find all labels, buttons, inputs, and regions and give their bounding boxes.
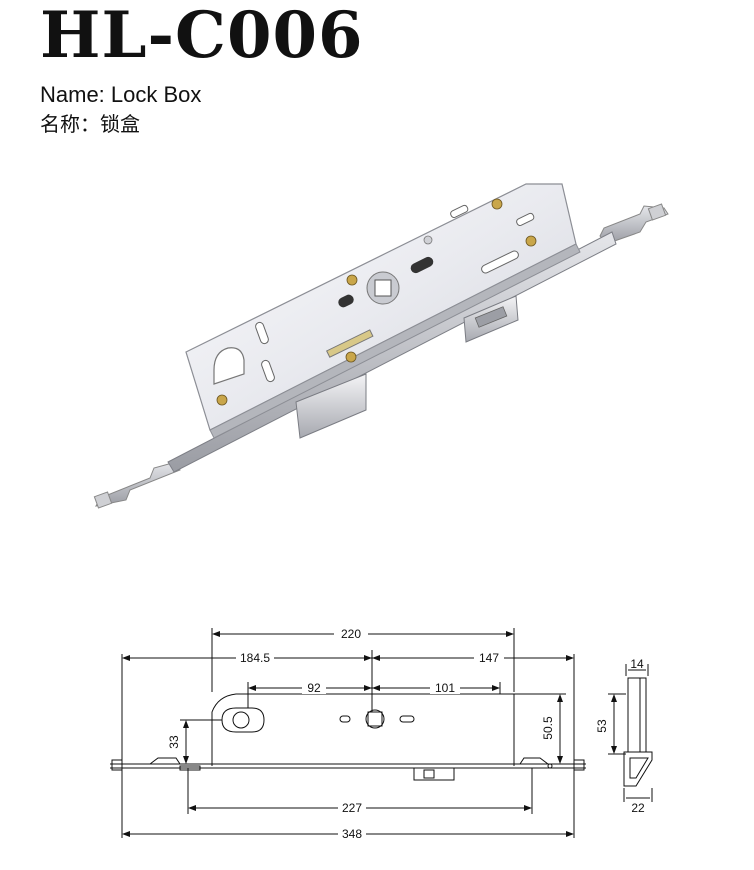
product-name-cn: 名称：锁盒 (40, 112, 140, 136)
dim-label-53: 53 (595, 719, 609, 733)
dim-label-227: 227 (342, 801, 362, 815)
dim-label-348: 348 (342, 827, 362, 841)
dim-92-101 (247, 682, 501, 708)
dim-label-220: 220 (341, 627, 361, 641)
front-view (110, 693, 586, 781)
lock-case (185, 183, 581, 439)
dim-label-33: 33 (167, 735, 181, 749)
model-title: HL-C006 (40, 0, 364, 73)
latch-bolt (295, 373, 367, 439)
dim-label-22: 22 (631, 801, 645, 815)
rod-left (93, 461, 181, 509)
dim-33 (180, 719, 222, 765)
dim-184-147 (121, 650, 575, 760)
product-name-en: Name: Lock Box (40, 82, 202, 107)
dim-50-5 (514, 693, 566, 762)
dim-label-92: 92 (307, 681, 321, 695)
side-view (608, 664, 653, 802)
rod-right (599, 203, 669, 245)
dim-label-14: 14 (630, 657, 644, 671)
dim-label-184-5: 184.5 (240, 651, 270, 665)
dim-label-147: 147 (479, 651, 499, 665)
dim-label-101: 101 (435, 681, 455, 695)
dim-label-50-5: 50.5 (541, 716, 555, 740)
dead-bolt (463, 295, 519, 343)
